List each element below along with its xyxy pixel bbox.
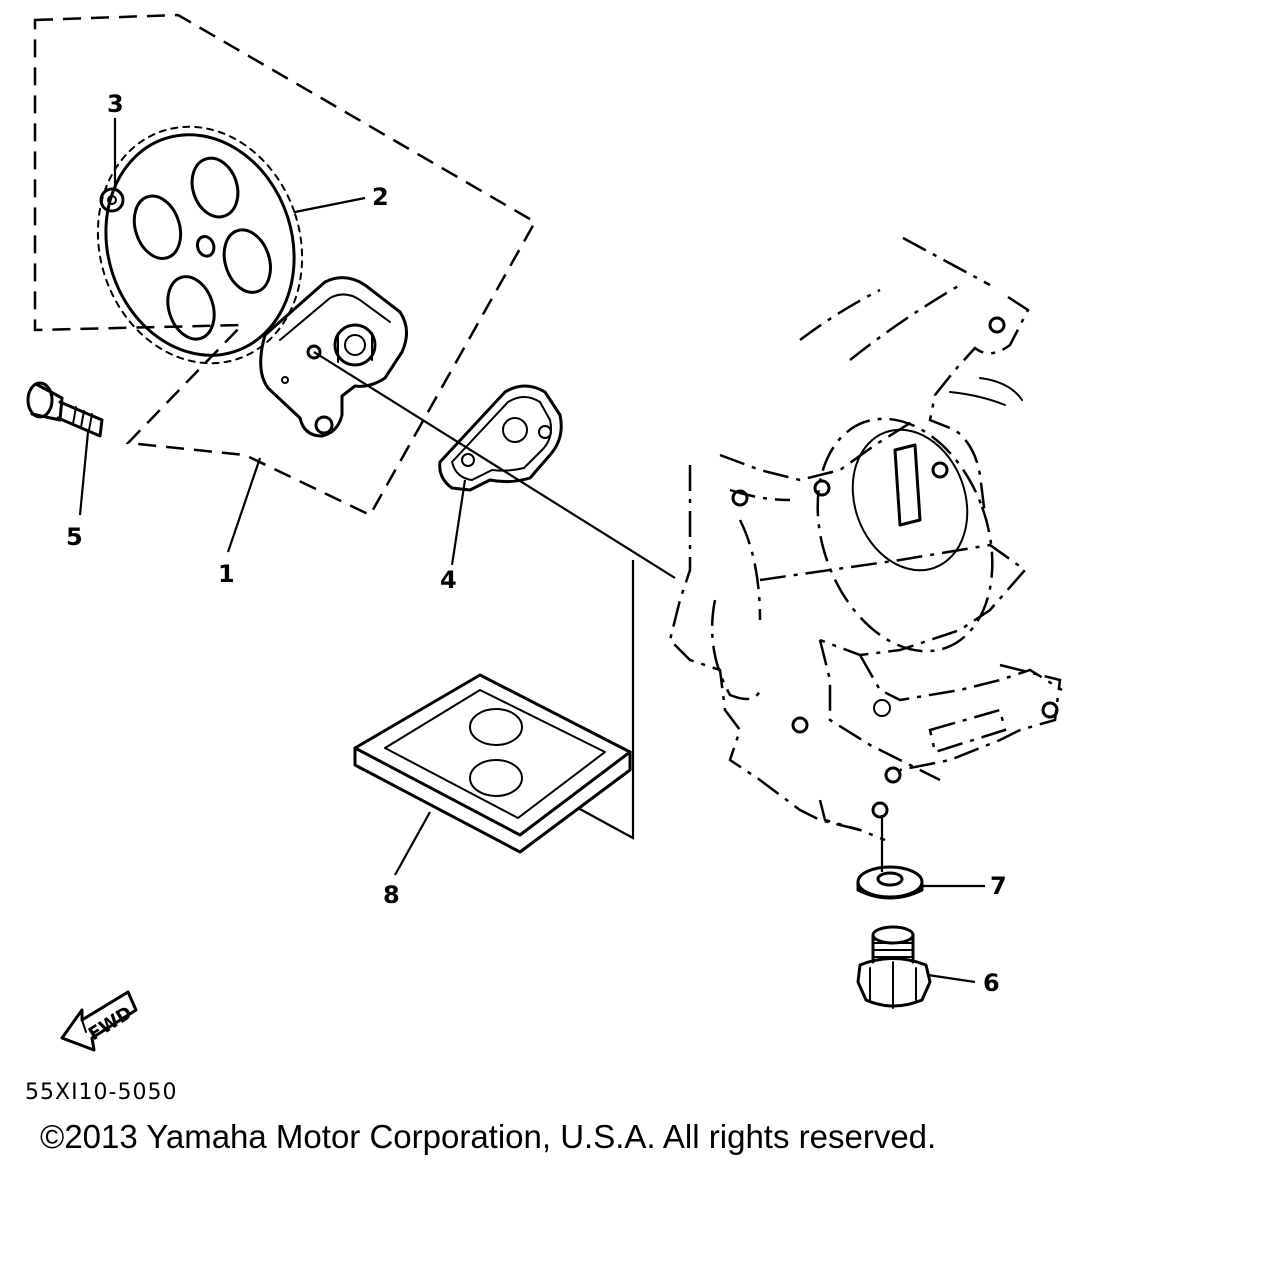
washer-part [856, 865, 924, 900]
strainer-locator-line [577, 560, 635, 840]
copyright-notice: ©2013 Yamaha Motor Corporation, U.S.A. A… [40, 1118, 937, 1155]
svg-text:FWD: FWD [85, 1002, 136, 1045]
oil-strainer-part [353, 673, 632, 854]
leader-line-6 [927, 973, 976, 984]
callout-6: 6 [983, 969, 1000, 997]
leader-line-5 [78, 431, 90, 516]
pump-body-part [259, 276, 408, 438]
leader-line-1 [226, 457, 262, 553]
diagram-code: 55XI10-5050 [25, 1080, 177, 1105]
callout-3: 3 [107, 90, 124, 118]
callout-5: 5 [66, 523, 83, 551]
callout-1: 1 [218, 560, 235, 588]
leader-line-2 [294, 196, 366, 214]
drain-bolt-part [856, 925, 932, 1009]
pump-gear-part [96, 125, 304, 365]
callout-7: 7 [990, 872, 1007, 900]
forward-direction-arrow: FWD [60, 990, 138, 1052]
alignment-line [313, 351, 676, 579]
gasket-part [438, 384, 563, 492]
callout-8: 8 [383, 881, 400, 909]
bolt-part [26, 381, 104, 438]
crankcase-outline [668, 236, 1063, 842]
assembly-boundary [33, 13, 537, 517]
leader-line-8 [394, 811, 431, 876]
leader-line-4 [450, 479, 467, 566]
callout-4: 4 [440, 566, 457, 594]
callout-2: 2 [372, 183, 389, 211]
